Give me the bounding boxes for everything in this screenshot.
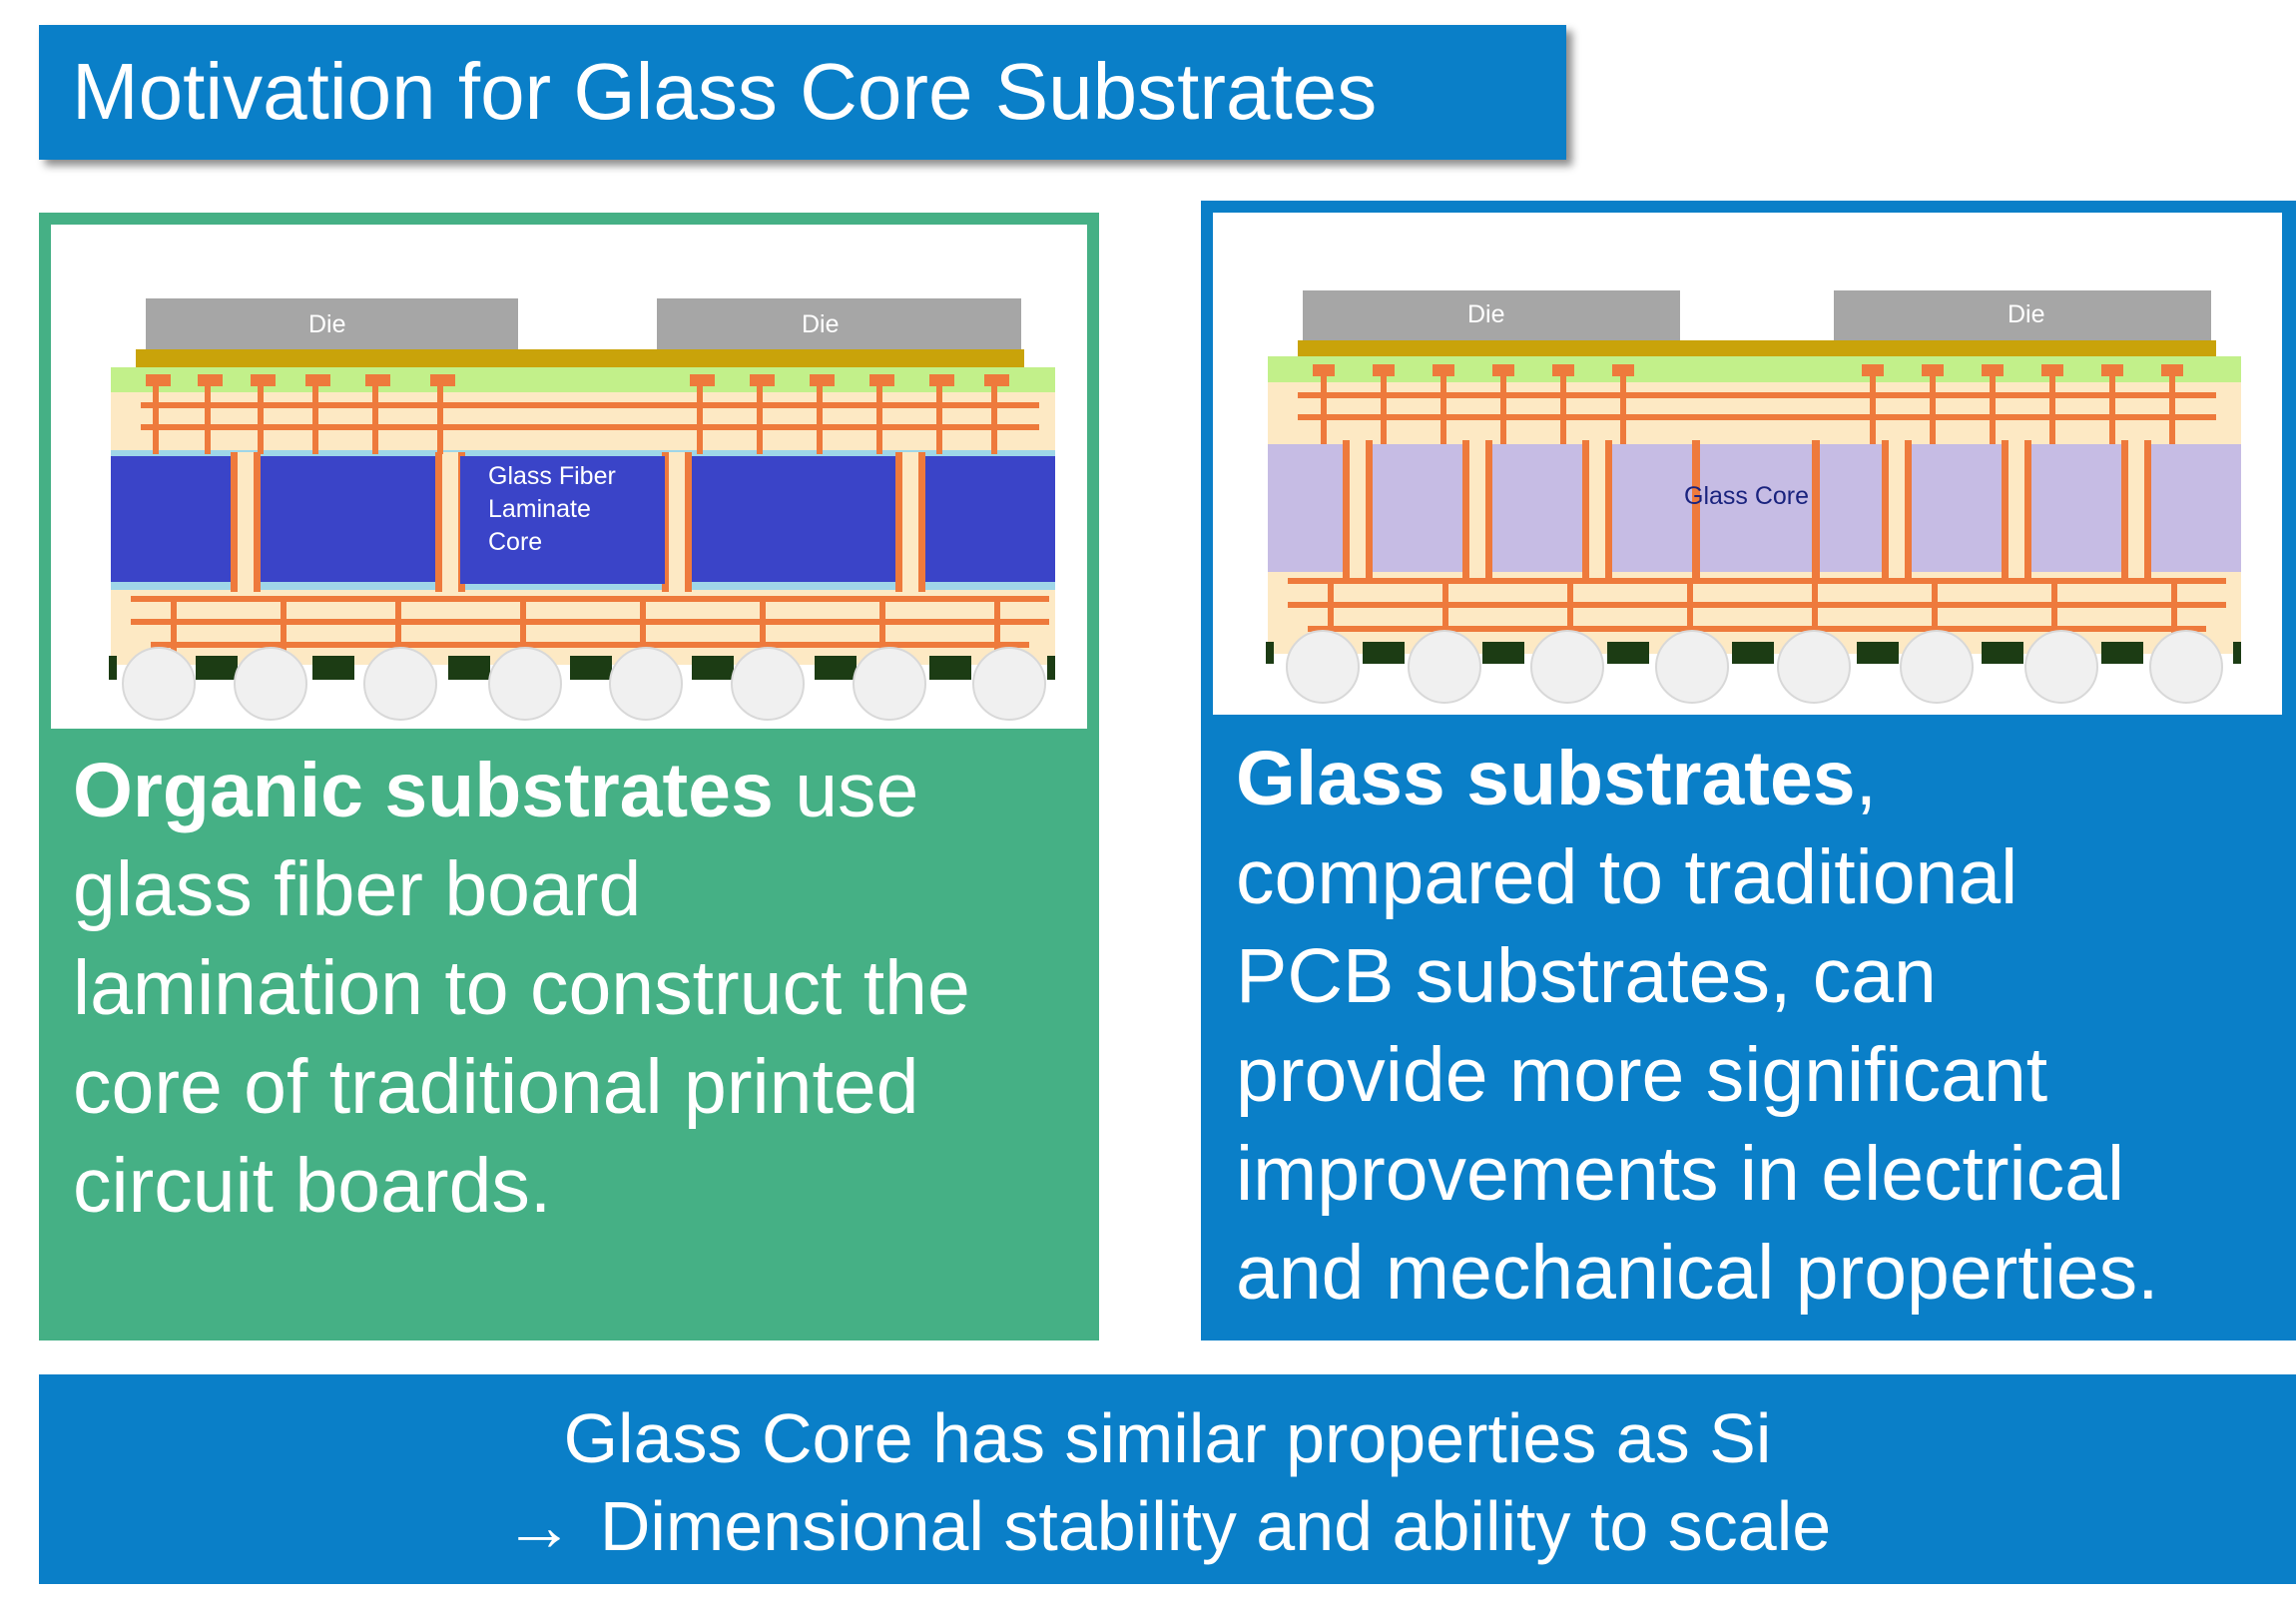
top-copper-traces bbox=[141, 374, 1039, 454]
glass-core-label: Glass Core bbox=[1684, 482, 1809, 510]
glass-core bbox=[1268, 444, 2241, 572]
die-right-label: Die bbox=[2008, 300, 2045, 328]
organic-substrate-card: Die Die bbox=[39, 213, 1099, 1341]
die-left-label: Die bbox=[308, 310, 346, 338]
conclusion-line1: Glass Core has similar properties as Si bbox=[563, 1399, 1772, 1477]
solder-balls bbox=[122, 647, 1046, 721]
top-buildup-layer bbox=[1268, 382, 2241, 444]
core-label-line3: Core bbox=[488, 528, 542, 556]
bottom-pads bbox=[1266, 642, 2241, 664]
top-copper-traces bbox=[1298, 364, 2216, 444]
organic-bold: Organic substrates bbox=[73, 748, 774, 833]
page-title: Motivation for Glass Core Substrates bbox=[72, 47, 1378, 136]
bottom-pads bbox=[109, 656, 1055, 680]
right-arrow-icon: → bbox=[503, 1487, 574, 1565]
die-left bbox=[1303, 290, 1680, 342]
die-left-label: Die bbox=[1467, 300, 1505, 328]
glass-substrate-card: Die Die bbox=[1201, 201, 2296, 1341]
bottom-buildup-layer bbox=[1268, 572, 2241, 654]
top-buildup-layer bbox=[111, 392, 1055, 452]
organic-substrate-diagram: Die Die bbox=[51, 225, 1087, 729]
bottom-copper-traces bbox=[1288, 578, 2226, 638]
core-label-line1: Glass Fiber bbox=[488, 462, 616, 490]
glass-bold: Glass substrates bbox=[1236, 736, 1856, 821]
bottom-copper-traces bbox=[131, 596, 1049, 654]
die-right-label: Die bbox=[802, 310, 840, 338]
die-left bbox=[146, 298, 518, 353]
top-solder-mask bbox=[1268, 356, 2241, 382]
underfill bbox=[136, 349, 1024, 367]
core-label-line2: Laminate bbox=[488, 495, 591, 523]
conclusion-banner: Glass Core has similar properties as Si … bbox=[39, 1374, 2296, 1584]
solder-balls bbox=[1286, 630, 2223, 704]
conclusion-line2: →Dimensional stability and ability to sc… bbox=[503, 1487, 1832, 1565]
die-right bbox=[657, 298, 1021, 353]
title-banner: Motivation for Glass Core Substrates bbox=[39, 25, 1566, 160]
organic-description: Organic substrates use glass fiber board… bbox=[73, 748, 970, 1229]
die-right bbox=[1834, 290, 2211, 342]
underfill bbox=[1298, 340, 2216, 356]
glass-substrate-diagram: Die Die bbox=[1213, 213, 2282, 715]
glass-description: Glass substrates, compared to traditiona… bbox=[1236, 736, 2159, 1316]
through-glass-vias bbox=[1343, 440, 2151, 580]
